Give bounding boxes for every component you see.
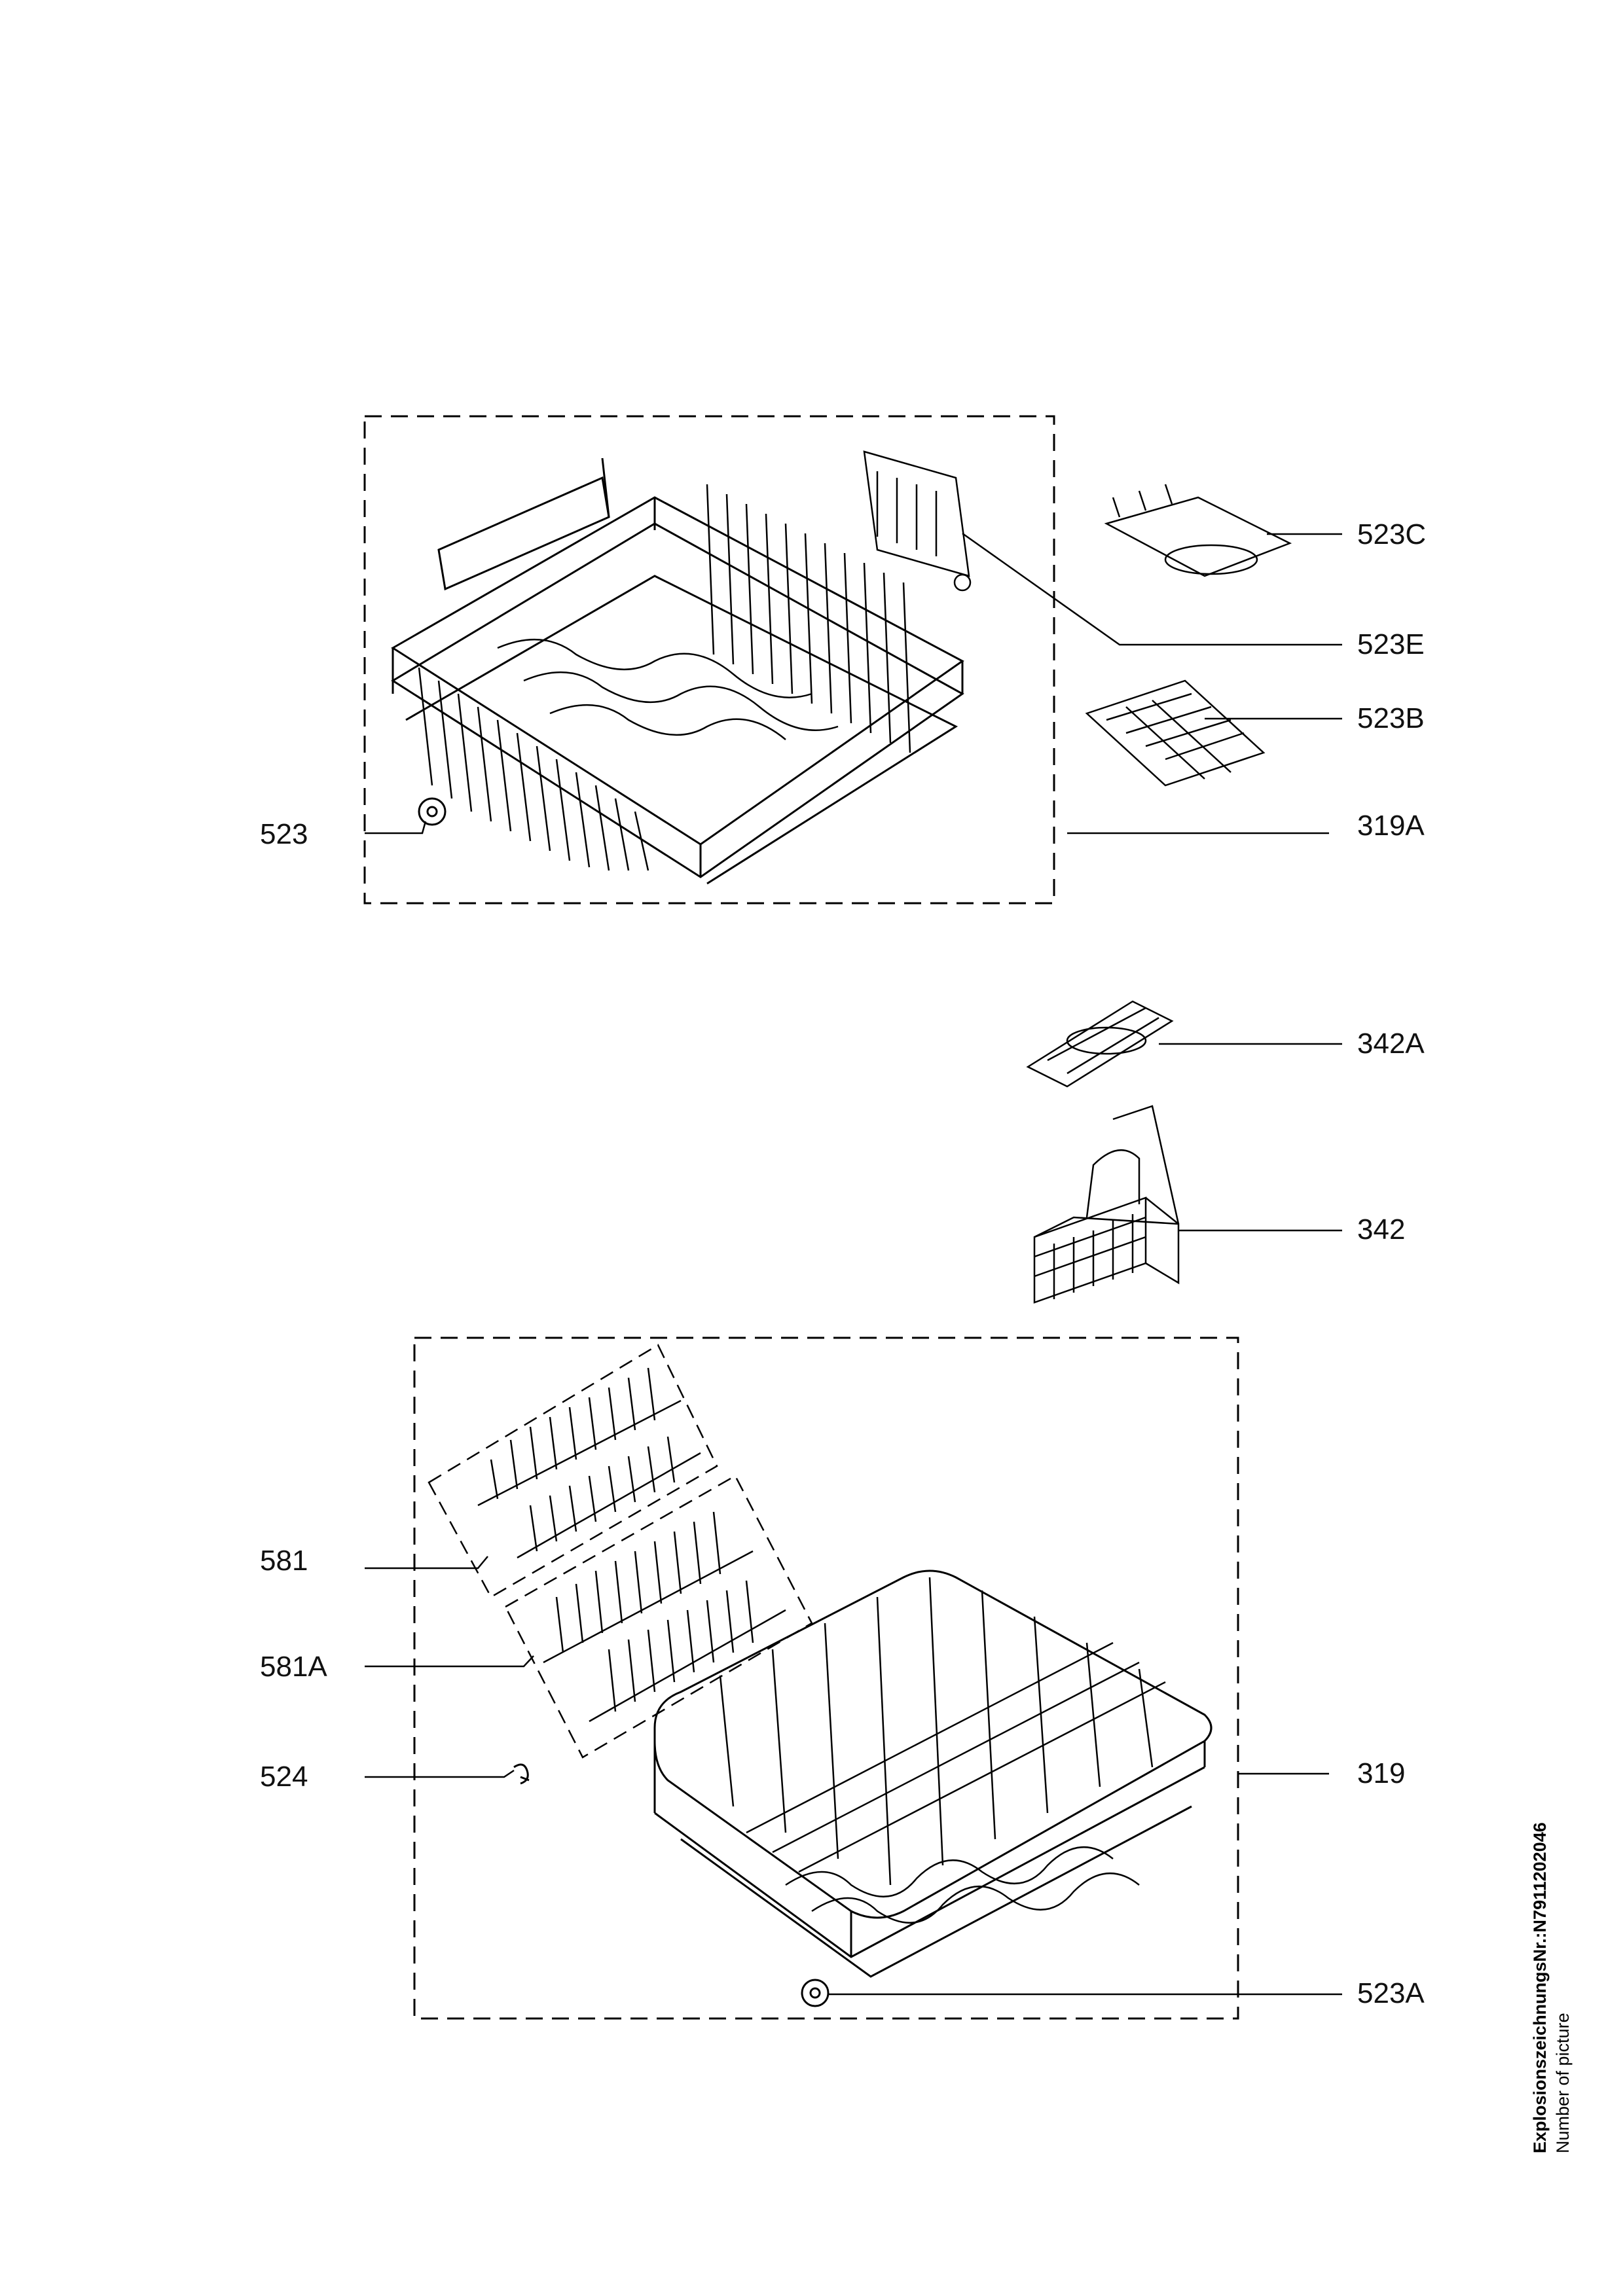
callout-523: 523 (260, 818, 308, 850)
callout-581: 581 (260, 1545, 308, 1577)
cutlery-rack-342A-drawing (1026, 1000, 1174, 1088)
leader-581 (365, 1556, 488, 1570)
cutlery-basket-342-drawing (1033, 1105, 1180, 1304)
wheel-523A-drawing (801, 1979, 830, 2007)
rack-part-523B-drawing (1085, 679, 1266, 787)
rack-part-523C-drawing (1104, 484, 1292, 577)
leader-lines (365, 532, 1342, 1996)
wheel-523-drawing (418, 797, 447, 826)
upper-basket-drawing (391, 457, 964, 885)
tine-section-581A-outline (504, 1475, 813, 1759)
drawing-number: ExplosionszeichnungsNr.:N7911202046 (1530, 1822, 1550, 2153)
callout-523A: 523A (1357, 1977, 1425, 2009)
callout-523B: 523B (1357, 702, 1425, 734)
tine-section-581-outline (428, 1344, 718, 1598)
callout-523C: 523C (1357, 518, 1427, 550)
callout-319A: 319A (1357, 810, 1425, 842)
callout-342A: 342A (1357, 1028, 1425, 1060)
callout-581A: 581A (260, 1651, 327, 1683)
leader-523E (962, 532, 1342, 646)
leader-524 (365, 1769, 515, 1778)
callout-523E: 523E (1357, 628, 1425, 660)
upper-basket-group-frame (363, 415, 1055, 905)
lower-basket-group-frame (413, 1336, 1239, 2020)
leader-581A (365, 1655, 534, 1668)
tine-section-581A-drawing (543, 1511, 786, 1723)
clip-524-drawing (513, 1763, 530, 1785)
drawing-number-caption: Number of picture (1553, 2013, 1573, 2153)
drawing-number-note: ExplosionszeichnungsNr.:N7911202046 Numb… (1529, 1822, 1575, 2153)
lower-basket-drawing (653, 1570, 1213, 1978)
rack-insert-523E-drawing (863, 450, 972, 592)
callout-524: 524 (260, 1761, 308, 1793)
leader-523 (365, 821, 427, 834)
tine-section-581-drawing (477, 1367, 701, 1559)
callout-342: 342 (1357, 1213, 1406, 1246)
callout-319: 319 (1357, 1757, 1406, 1789)
